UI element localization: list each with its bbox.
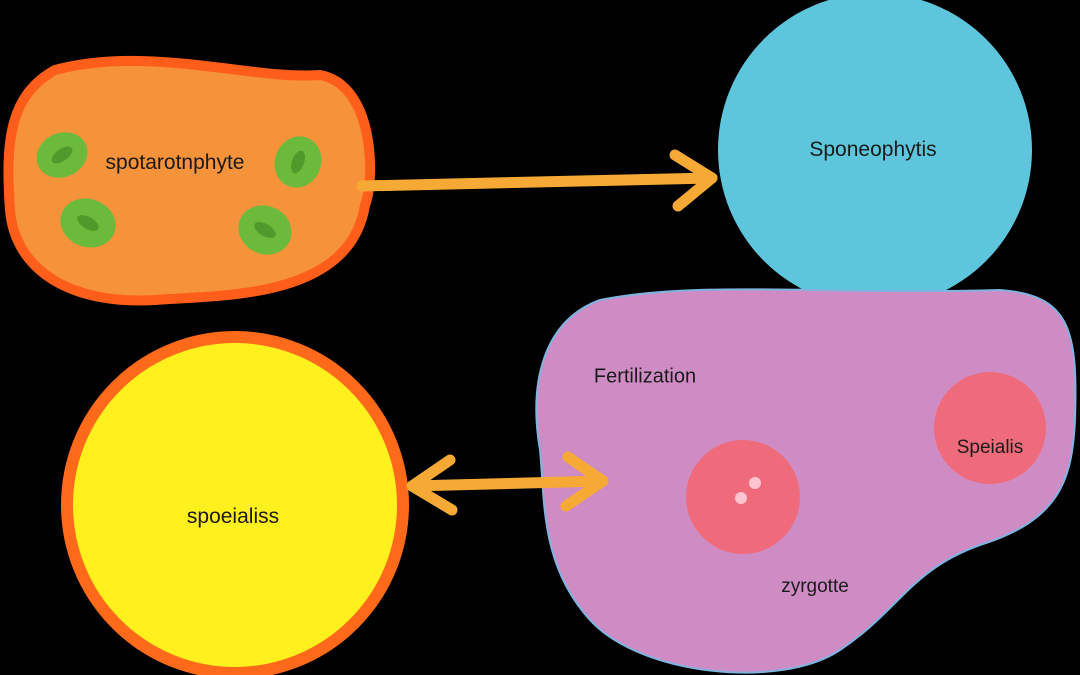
arrow-right-head-icon xyxy=(669,149,718,212)
arrow-double-icon xyxy=(406,475,609,492)
speialis-label: Speialis xyxy=(956,437,1024,458)
arrow-group xyxy=(356,149,718,516)
chloroplast-core-icon xyxy=(291,150,305,174)
arrow-left-head-icon xyxy=(406,454,458,516)
chloroplast-core-icon xyxy=(51,146,73,164)
fertilization-label: Fertilization xyxy=(593,365,697,388)
spoeialiss-node xyxy=(61,331,409,675)
zygote-label: zyrgotte xyxy=(781,576,849,597)
fertilization-node xyxy=(535,288,1077,674)
arrow-right-head-icon xyxy=(560,451,609,512)
sporophyte-node xyxy=(3,55,376,306)
sponeophytis-node xyxy=(718,0,1032,307)
chloroplast-group xyxy=(36,132,322,255)
sporophyte-label: spotarotnphyte xyxy=(105,151,245,174)
chloroplast-core-icon xyxy=(254,222,276,238)
sponeophytis-label: Sponeophytis xyxy=(809,138,937,161)
zygote-nucleus-icon xyxy=(735,492,747,504)
speialis-node xyxy=(934,372,1046,484)
arrow-right-icon xyxy=(356,172,718,192)
chloroplast-core-icon xyxy=(77,215,99,231)
zygote-nucleus-icon xyxy=(749,477,761,489)
spoeialiss-label: spoeialiss xyxy=(186,505,280,528)
